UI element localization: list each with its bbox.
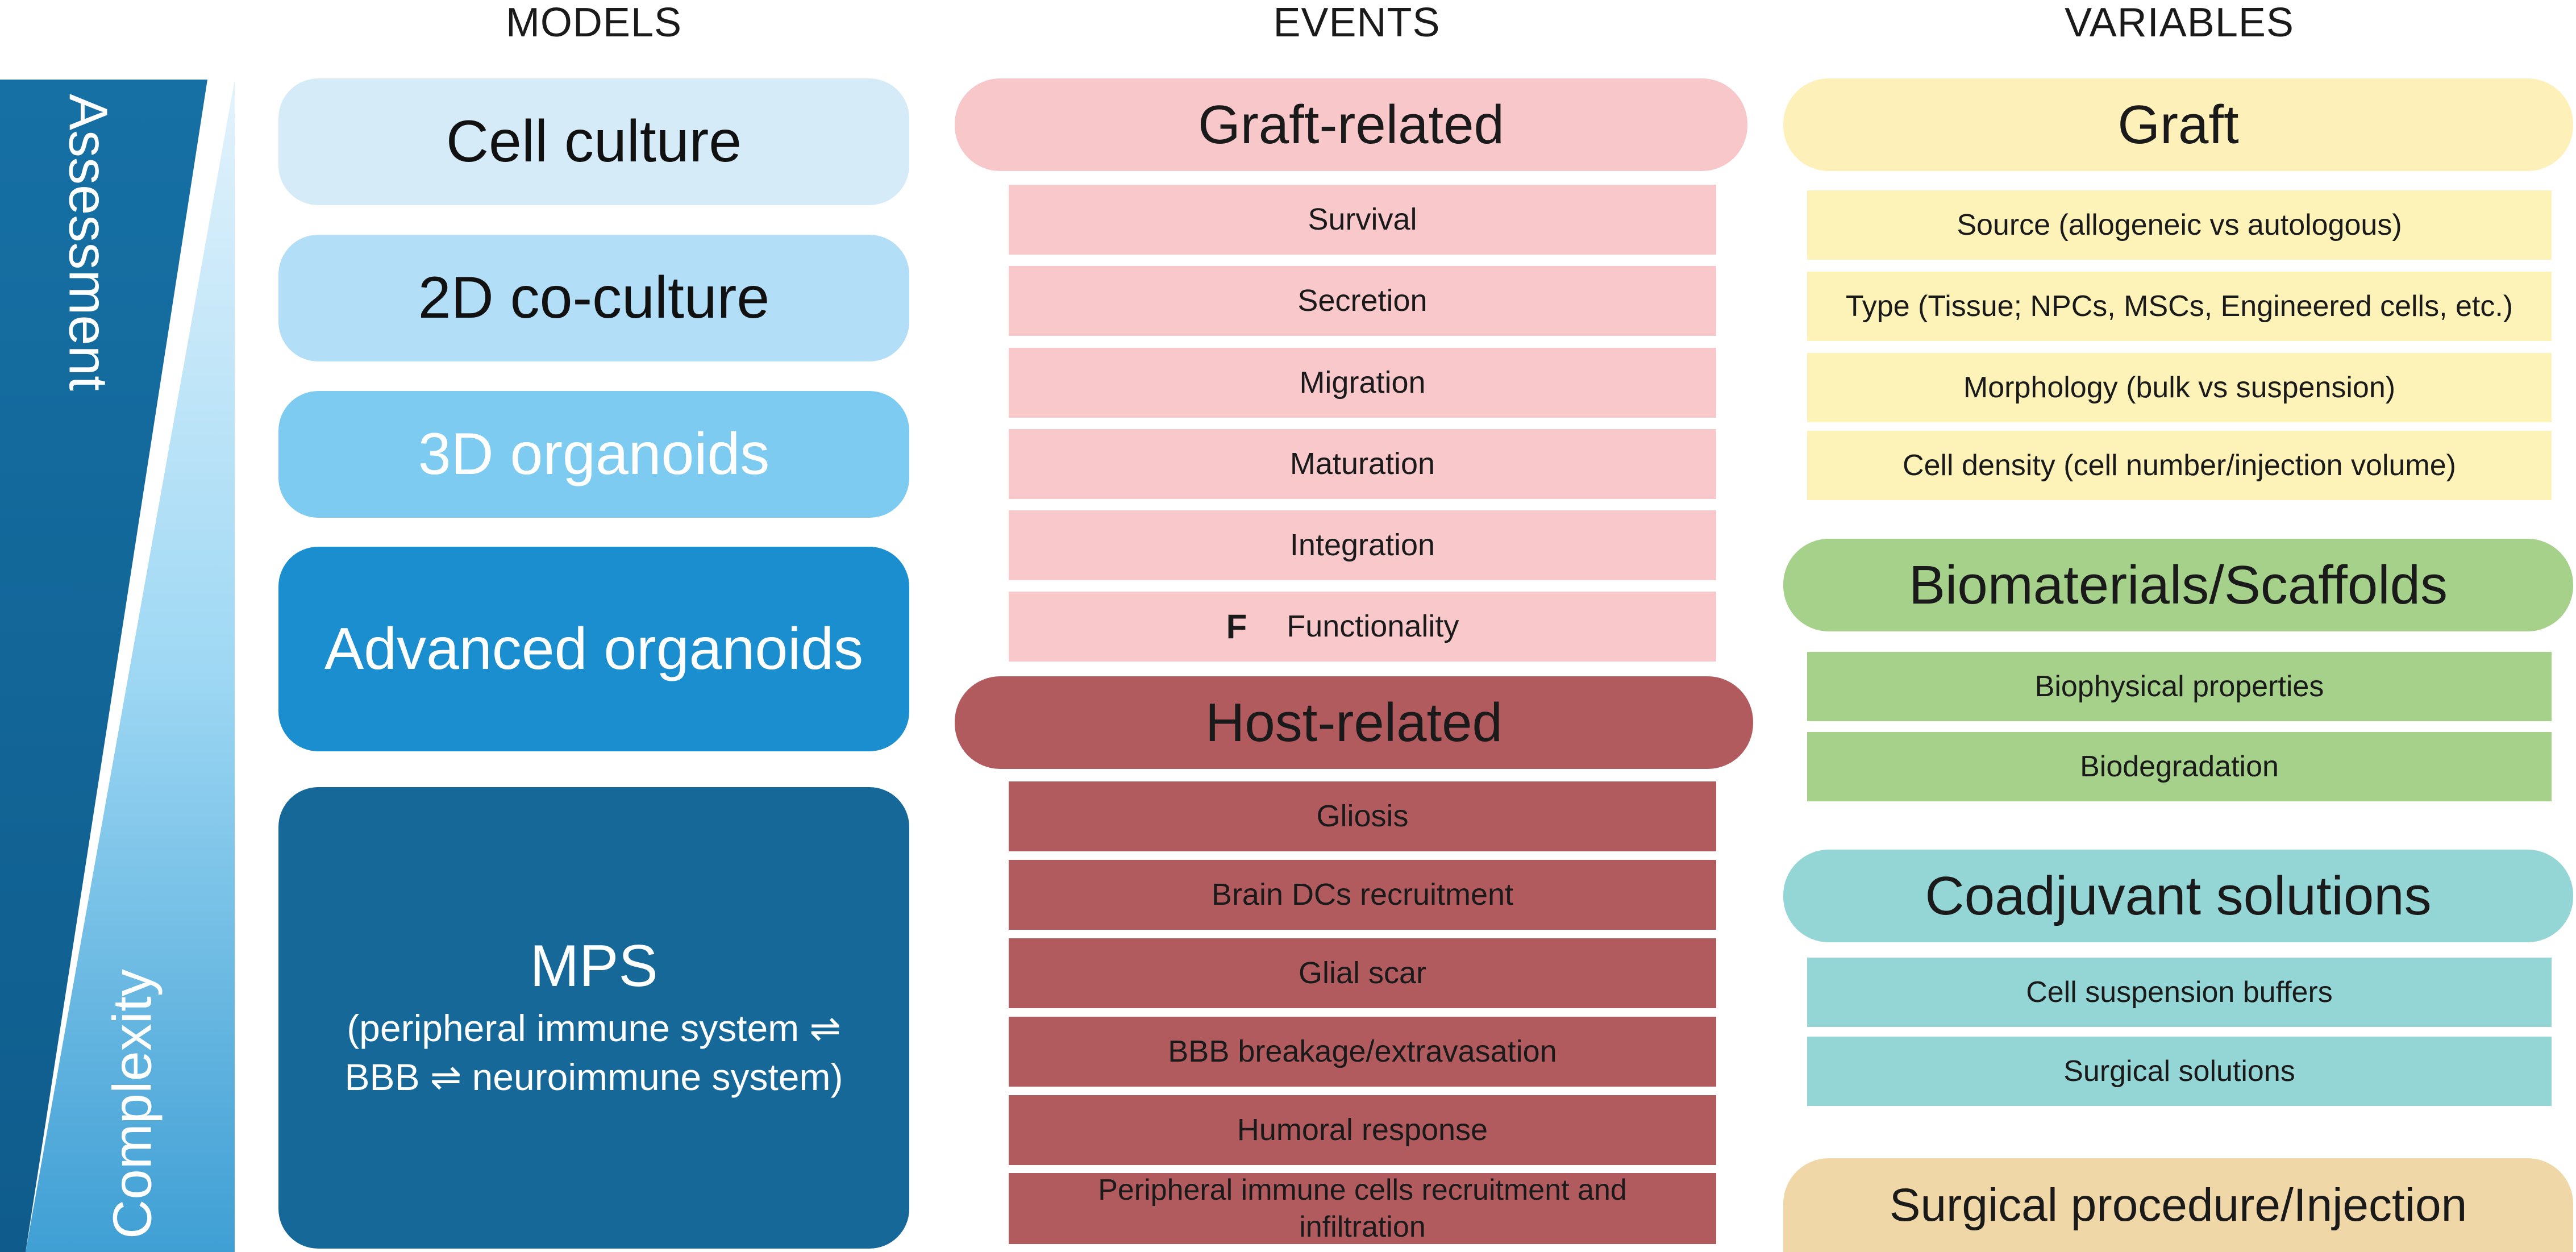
variable-biodegradation: Biodegradation [1807,732,2552,801]
event-label: Brain DCs recruitment [1211,877,1514,912]
event-label: Maturation [1289,446,1435,481]
assessment-wedge [0,80,207,1252]
variable-label: Type (Tissue; NPCs, MSCs, Engineered cel… [1845,289,2513,323]
variable-coadjuvant-pill: Coadjuvant solutions [1783,850,2573,942]
host-event-peripheral-immune: Peripheral immune cells recruitment and … [1009,1173,1716,1244]
functionality-marker: F [1226,608,1247,646]
event-label: Glial scar [1298,955,1427,990]
mps-subtitle-line2: BBB ⇌ neuroimmune system) [344,1056,843,1099]
event-label: Gliosis [1316,798,1409,833]
graft-related-title: Graft-related [1198,94,1504,155]
variable-graft-type: Type (Tissue; NPCs, MSCs, Engineered cel… [1807,272,2552,341]
model-cell-culture: Cell culture [278,78,909,205]
header-events: EVENTS [1273,0,1441,45]
model-label: 3D organoids [418,421,770,487]
host-event-brain-dcs: Brain DCs recruitment [1009,860,1716,930]
model-mps: MPS (peripheral immune system ⇌ BBB ⇌ ne… [278,787,909,1249]
variable-surgical-procedure-pill: Surgical procedure/Injection [1783,1158,2573,1252]
variable-label: Cell density (cell number/injection volu… [1903,448,2456,482]
assessment-label: Assessment [58,94,119,391]
mps-subtitle-line1: (peripheral immune system ⇌ [347,1007,841,1050]
variable-label: Source (allogeneic vs autologous) [1957,208,2402,242]
complexity-label: Complexity [102,969,163,1239]
model-3d-organoids: 3D organoids [278,391,909,518]
variable-graft-cell-density: Cell density (cell number/injection volu… [1807,431,2552,500]
model-2d-co-culture: 2D co-culture [278,235,909,361]
event-label: Integration [1289,527,1435,562]
assessment-complexity-axis: Assessment Complexity [0,80,235,1252]
event-label: Functionality [1287,609,1459,643]
model-advanced-organoids: Advanced organoids [278,547,909,751]
model-label: Advanced organoids [324,615,864,682]
model-label: 2D co-culture [418,265,770,331]
variable-label: Biodegradation [2080,750,2279,783]
host-event-bbb-breakage: BBB breakage/extravasation [1009,1017,1716,1087]
event-label: Humoral response [1237,1112,1488,1147]
header-variables: VARIABLES [2065,0,2294,45]
host-event-gliosis: Gliosis [1009,781,1716,851]
graft-event-maturation: Maturation [1009,429,1716,499]
host-event-humoral-response: Humoral response [1009,1095,1716,1165]
variable-label: Morphology (bulk vs suspension) [1963,371,2396,404]
variable-graft-title: Graft [2117,94,2239,155]
host-related-title: Host-related [1205,692,1503,753]
graft-event-migration: Migration [1009,348,1716,418]
graft-event-integration: Integration [1009,510,1716,580]
complexity-wedge [26,80,235,1252]
variable-graft-source: Source (allogeneic vs autologous) [1807,190,2552,260]
event-label: BBB breakage/extravasation [1168,1034,1557,1068]
variable-biomaterials-title: Biomaterials/Scaffolds [1909,554,2448,615]
variable-graft-morphology: Morphology (bulk vs suspension) [1807,353,2552,422]
host-event-glial-scar: Glial scar [1009,938,1716,1008]
variable-label: Cell suspension buffers [2026,975,2333,1009]
graft-event-survival: Survival [1009,185,1716,255]
event-label: Peripheral immune cells recruitment and … [1098,1173,1627,1243]
variable-label: Surgical solutions [2063,1054,2295,1088]
host-related-pill: Host-related [955,676,1753,769]
event-label: Secretion [1297,283,1428,318]
graft-related-pill: Graft-related [955,78,1747,171]
variable-graft-pill: Graft [1783,78,2573,171]
event-label: Migration [1299,365,1426,400]
variable-surgical-solutions: Surgical solutions [1807,1037,2552,1106]
graft-event-functionality: F Functionality [1009,592,1716,662]
variable-surgical-procedure-title: Surgical procedure/Injection [1889,1179,2467,1231]
variable-biophysical-properties: Biophysical properties [1807,652,2552,721]
variable-coadjuvant-title: Coadjuvant solutions [1925,865,2432,926]
model-label: MPS [530,933,658,999]
event-label: Survival [1308,202,1417,236]
graft-event-secretion: Secretion [1009,266,1716,336]
variable-cell-suspension-buffers: Cell suspension buffers [1807,958,2552,1027]
variable-label: Biophysical properties [2034,669,2324,703]
header-models: MODELS [505,0,683,45]
model-label: Cell culture [446,109,742,174]
variable-biomaterials-pill: Biomaterials/Scaffolds [1783,539,2573,631]
